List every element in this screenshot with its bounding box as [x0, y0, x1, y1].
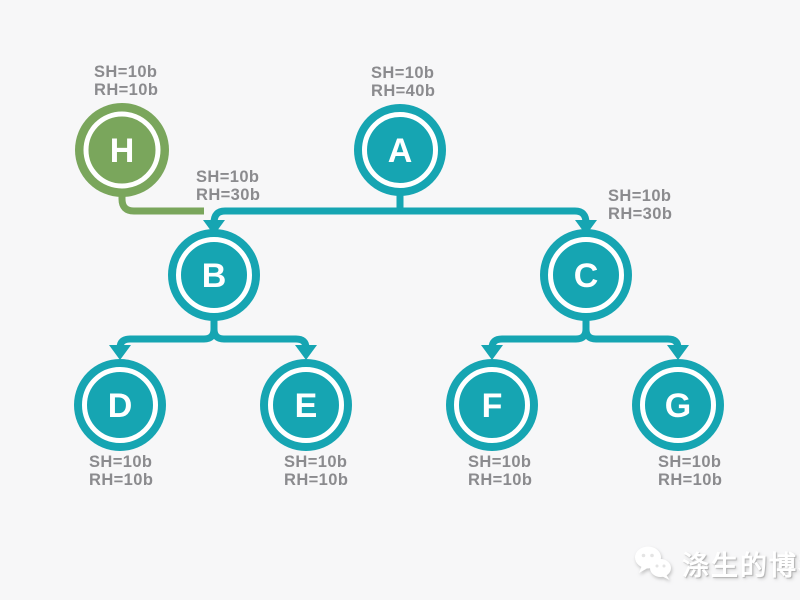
node-c-stat-rh: RH=30b: [608, 205, 672, 223]
node-g-circle: [632, 359, 724, 451]
node-c: C: [540, 229, 632, 321]
edge-b-d: [116, 318, 218, 349]
node-a-ring: [362, 112, 438, 188]
arrowhead-into-f: [481, 345, 503, 360]
node-h-stat-rh: RH=10b: [94, 81, 158, 99]
node-h-circle: [75, 103, 169, 197]
node-g-letter: G: [665, 387, 691, 425]
node-c-stat-sh: SH=10b: [608, 187, 671, 205]
node-a-circle: [354, 104, 446, 196]
watermark: 涤生的博客: [633, 543, 800, 583]
edge-c-g: [582, 318, 682, 349]
node-b-circle: [168, 229, 260, 321]
node-d-stat-sh: SH=10b: [89, 453, 152, 471]
node-h-ring: [83, 111, 161, 189]
node-c-ring: [548, 237, 624, 313]
node-e-stat-rh: RH=10b: [284, 471, 348, 489]
edge-a-c: [399, 207, 590, 224]
node-f-ring: [454, 367, 530, 443]
edge-a-b: [210, 207, 401, 224]
node-d-ring: [82, 367, 158, 443]
node-e-letter: E: [295, 387, 318, 425]
node-f: F: [446, 359, 538, 451]
node-b-stat-rh: RH=30b: [196, 186, 260, 204]
edge-h-b: [118, 188, 204, 215]
arrowhead-into-d: [109, 345, 131, 360]
arrowhead-into-e: [295, 345, 317, 360]
node-h-letter: H: [110, 132, 135, 170]
node-f-stat-rh: RH=10b: [468, 471, 532, 489]
node-d: D: [74, 359, 166, 451]
arrowhead-into-c: [575, 220, 597, 235]
node-e: E: [260, 359, 352, 451]
node-a: A: [354, 104, 446, 196]
node-h: H: [75, 103, 169, 197]
arrowhead-into-b: [203, 220, 225, 235]
node-d-stat-rh: RH=10b: [89, 471, 153, 489]
node-b-stat-sh: SH=10b: [196, 168, 259, 186]
node-a-stat-sh: SH=10b: [371, 64, 434, 82]
node-h-stat-sh: SH=10b: [94, 63, 157, 81]
node-f-letter: F: [482, 387, 503, 425]
node-b-letter: B: [202, 257, 227, 295]
node-b: B: [168, 229, 260, 321]
node-d-circle: [74, 359, 166, 451]
node-e-circle: [260, 359, 352, 451]
node-g-ring: [640, 367, 716, 443]
node-b-ring: [176, 237, 252, 313]
node-d-letter: D: [108, 387, 133, 425]
node-a-stat-rh: RH=40b: [371, 82, 435, 100]
node-f-circle: [446, 359, 538, 451]
node-c-circle: [540, 229, 632, 321]
watermark-text: 涤生的博客: [682, 550, 800, 581]
node-a-letter: A: [388, 132, 413, 170]
node-e-ring: [268, 367, 344, 443]
node-g-stat-sh: SH=10b: [658, 453, 721, 471]
wechat-icon: [635, 546, 671, 580]
node-c-letter: C: [574, 257, 599, 295]
node-e-stat-sh: SH=10b: [284, 453, 347, 471]
edge-c-f: [488, 318, 590, 349]
edge-b-e: [210, 318, 310, 349]
stat-labels: SH=10b RH=10b SH=10b RH=40b SH=10b RH=30…: [89, 63, 722, 489]
arrowhead-into-g: [667, 345, 689, 360]
node-g-stat-rh: RH=10b: [658, 471, 722, 489]
node-f-stat-sh: SH=10b: [468, 453, 531, 471]
node-g: G: [632, 359, 724, 451]
edges: [109, 188, 689, 360]
